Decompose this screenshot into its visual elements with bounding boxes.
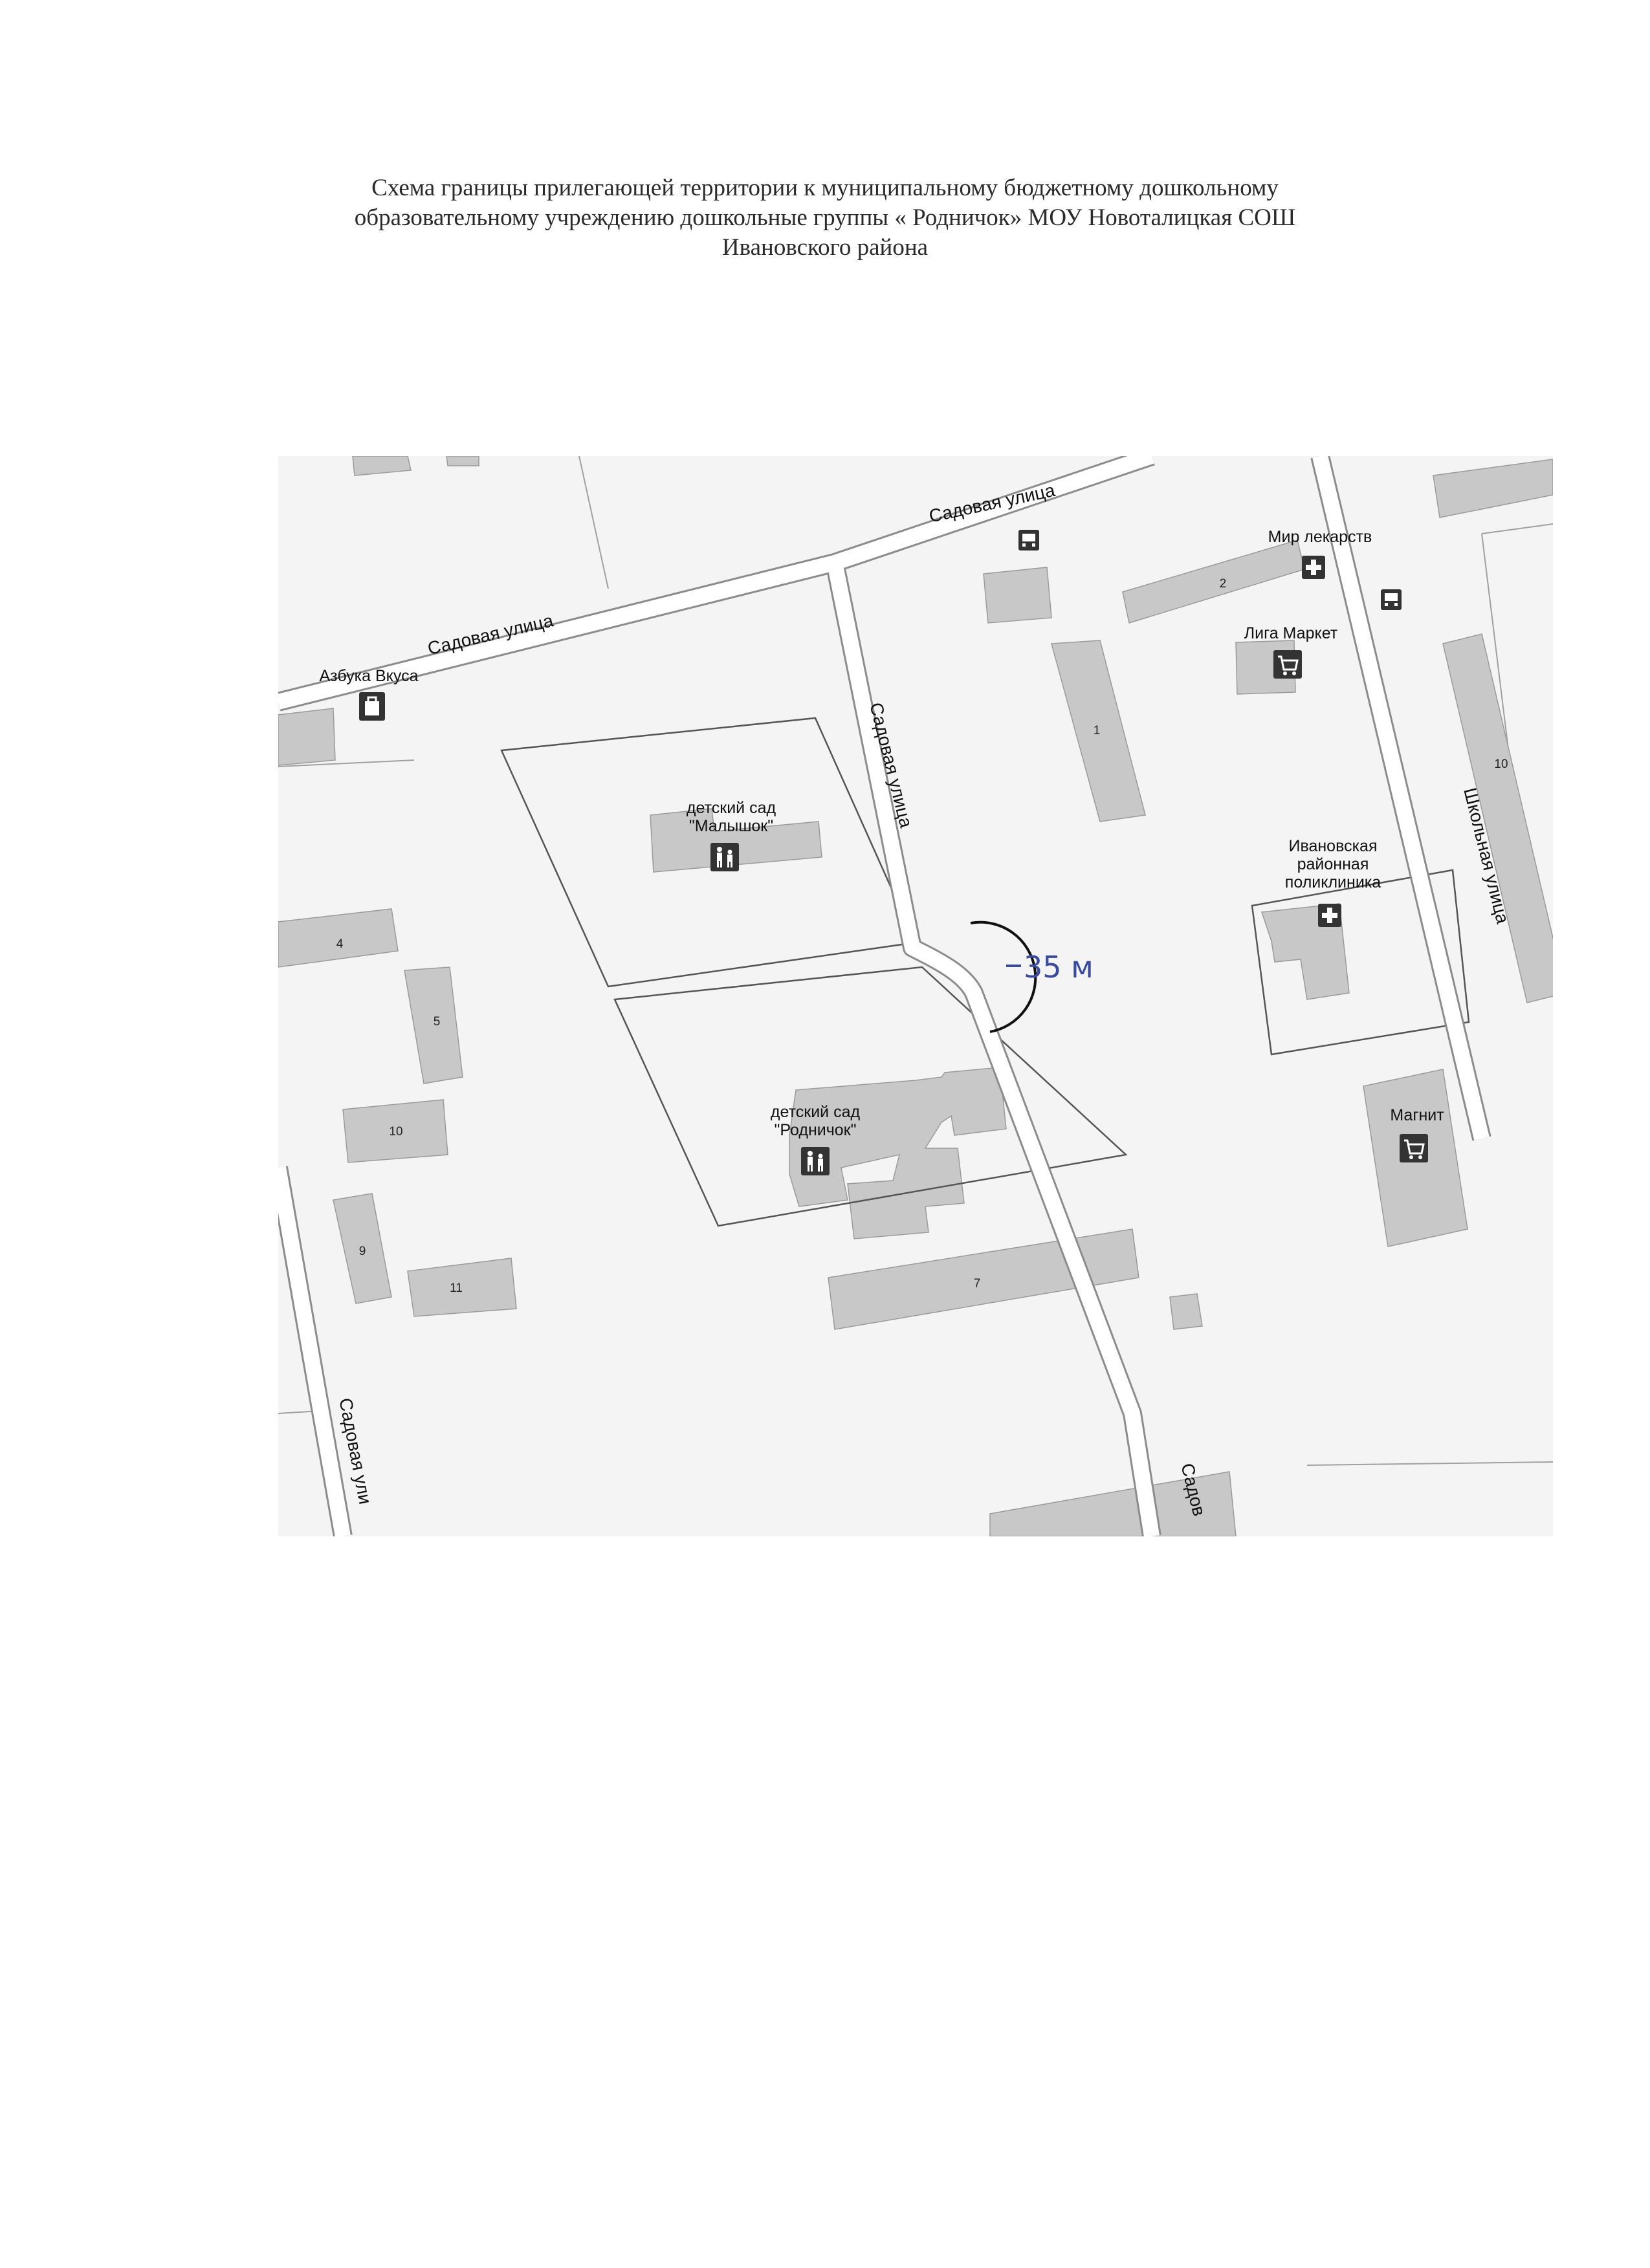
boundary-rodnichok: [613, 966, 1128, 1227]
children-icon: [710, 843, 739, 871]
buildings: [278, 456, 1553, 1536]
building-11: [407, 1258, 517, 1317]
building-number-4: 4: [336, 937, 344, 951]
bus-stop-icon: [1018, 530, 1039, 551]
title-line-3: Ивановского района: [721, 234, 929, 261]
building-9: [333, 1193, 392, 1304]
building-10-right: [1442, 633, 1553, 1003]
poi-label-rodnichok-1: детский сад: [771, 1103, 861, 1121]
building-malyshok: [650, 808, 822, 873]
poi-label-clinic-1: Ивановская: [1288, 837, 1377, 855]
boundary-clinic: [1251, 869, 1470, 1056]
road-sadovaya-north-south: [827, 561, 1160, 1536]
cross-icon: [1318, 904, 1341, 927]
building-7: [828, 1228, 1139, 1330]
building-number-9: 9: [359, 1245, 366, 1258]
poi-label-mir-lekarstv: Мир лекарств: [1268, 528, 1372, 546]
shopping-cart-icon: [1398, 1133, 1429, 1164]
poi-label-malyshok-2: "Малышок": [689, 817, 773, 835]
document-title: Схема границы прилегающей территории к м…: [0, 173, 1650, 263]
building-number-5: 5: [434, 1015, 441, 1029]
road-shkolnaya: [1312, 456, 1490, 1140]
roads: [278, 456, 1490, 1536]
building-number-11: 11: [450, 1281, 463, 1295]
building-4: [278, 908, 399, 968]
poi-label-liga-market: Лига Маркет: [1244, 624, 1338, 642]
building-10-left: [342, 1099, 448, 1163]
shopping-bag-icon: [358, 691, 386, 722]
poi-label-azbuka: Азбука Вкуса: [320, 667, 419, 685]
shopping-cart-icon: [1272, 649, 1303, 680]
road-sadovaya-west: [278, 1166, 351, 1536]
poi-label-magnit: Магнит: [1390, 1106, 1444, 1124]
building-number-2: 2: [1220, 577, 1227, 591]
building-5: [404, 966, 463, 1084]
poi-label-malyshok-1: детский сад: [687, 799, 776, 817]
map-scheme: Садовая улица Садовая улица Садовая улиц…: [278, 456, 1553, 1536]
poi-label-rodnichok-2: "Родничок": [775, 1121, 857, 1139]
building-number-10-left: 10: [389, 1125, 402, 1139]
map-background: [278, 456, 1553, 1536]
bus-stop-icon: [1381, 589, 1402, 610]
building-number-10-right: 10: [1494, 758, 1508, 771]
cross-icon: [1302, 556, 1325, 579]
building-1: [1051, 640, 1146, 822]
building-number-7: 7: [974, 1277, 981, 1291]
building-number-1: 1: [1094, 724, 1101, 737]
poi-label-clinic-2: районная: [1297, 855, 1369, 873]
distance-arc: [970, 921, 1037, 1033]
poi-label-clinic-3: поликлиника: [1285, 873, 1381, 891]
children-icon: [801, 1147, 830, 1175]
title-line-1: Схема границы прилегающей территории к м…: [371, 175, 1279, 201]
distance-label: 35 м: [1024, 950, 1094, 985]
title-line-2: образовательному учреждению дошкольные г…: [354, 204, 1296, 231]
building-top-right: [1433, 459, 1553, 518]
